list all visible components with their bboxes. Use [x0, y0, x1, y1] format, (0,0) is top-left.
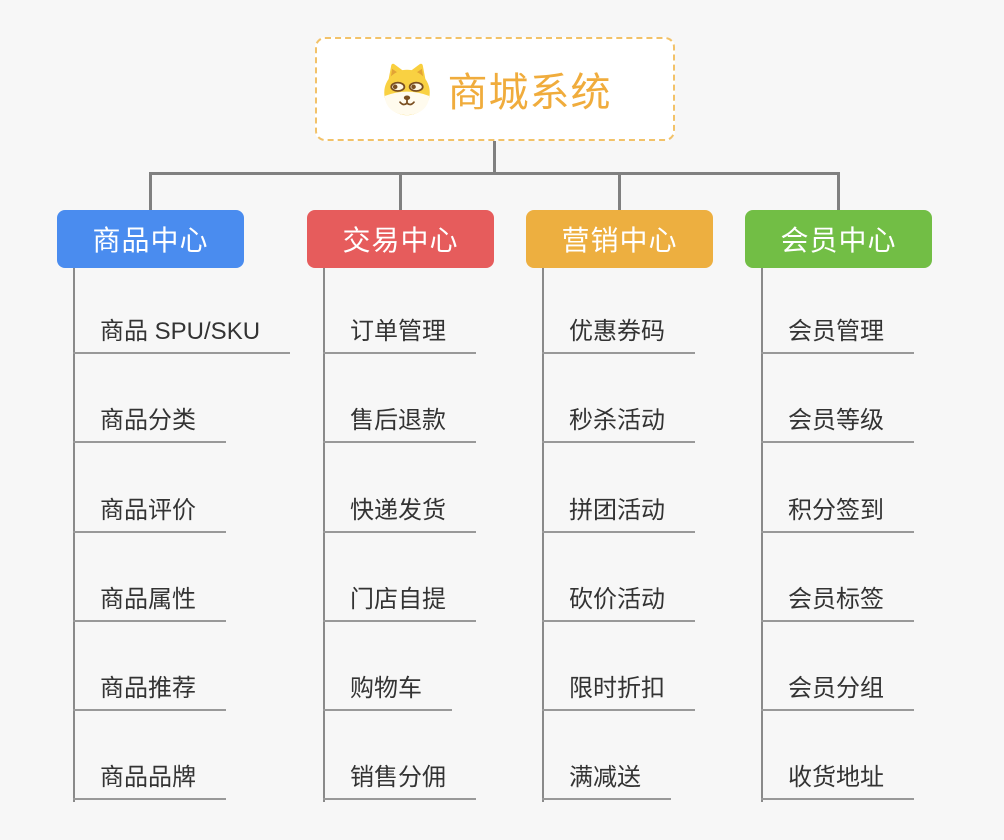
root-title: 商城系统 — [447, 71, 612, 115]
child-node[interactable]: 商品推荐 — [73, 659, 226, 711]
child-node[interactable]: 砍价活动 — [542, 570, 695, 622]
child-node[interactable]: 优惠券码 — [542, 302, 695, 354]
tree-line-member — [761, 268, 763, 802]
child-node[interactable]: 秒杀活动 — [542, 391, 695, 443]
child-node[interactable]: 会员管理 — [761, 302, 914, 354]
child-node[interactable]: 拼团活动 — [542, 481, 695, 533]
child-node[interactable]: 会员等级 — [761, 391, 914, 443]
connector-stem-trade — [399, 172, 402, 210]
child-node[interactable]: 积分签到 — [761, 481, 914, 533]
connector-stem-product — [149, 172, 152, 210]
child-node[interactable]: 商品评价 — [73, 481, 226, 533]
child-node[interactable]: 订单管理 — [323, 302, 476, 354]
child-node[interactable]: 收货地址 — [761, 748, 914, 800]
branch-box-product-center[interactable]: 商品中心 — [57, 210, 244, 268]
child-node[interactable]: 商品品牌 — [73, 748, 226, 800]
child-node[interactable]: 商品 SPU/SKU — [73, 302, 291, 354]
child-node[interactable]: 销售分佣 — [323, 748, 476, 800]
tree-line-product — [73, 268, 75, 802]
child-node[interactable]: 会员分组 — [761, 659, 914, 711]
branch-box-marketing-center[interactable]: 营销中心 — [526, 210, 713, 268]
connector-trunk — [149, 172, 840, 175]
connector-stem-member — [837, 172, 840, 210]
child-node[interactable]: 会员标签 — [761, 570, 914, 622]
child-node[interactable]: 门店自提 — [323, 570, 476, 622]
root-node[interactable]: 商城系统 — [315, 37, 675, 141]
tree-line-marketing — [542, 268, 544, 802]
branch-box-trade-center[interactable]: 交易中心 — [307, 210, 494, 268]
branch-box-member-center[interactable]: 会员中心 — [745, 210, 932, 268]
child-node[interactable]: 售后退款 — [323, 391, 476, 443]
child-node[interactable]: 限时折扣 — [542, 659, 695, 711]
child-node[interactable]: 商品属性 — [73, 570, 226, 622]
dog-face-icon — [383, 63, 430, 116]
connector-root-stem — [493, 141, 496, 174]
child-node[interactable]: 商品分类 — [73, 391, 226, 443]
child-node[interactable]: 快递发货 — [323, 481, 476, 533]
child-node[interactable]: 满减送 — [542, 748, 671, 800]
tree-line-trade — [323, 268, 325, 802]
connector-stem-marketing — [618, 172, 621, 210]
child-node[interactable]: 购物车 — [323, 659, 452, 711]
